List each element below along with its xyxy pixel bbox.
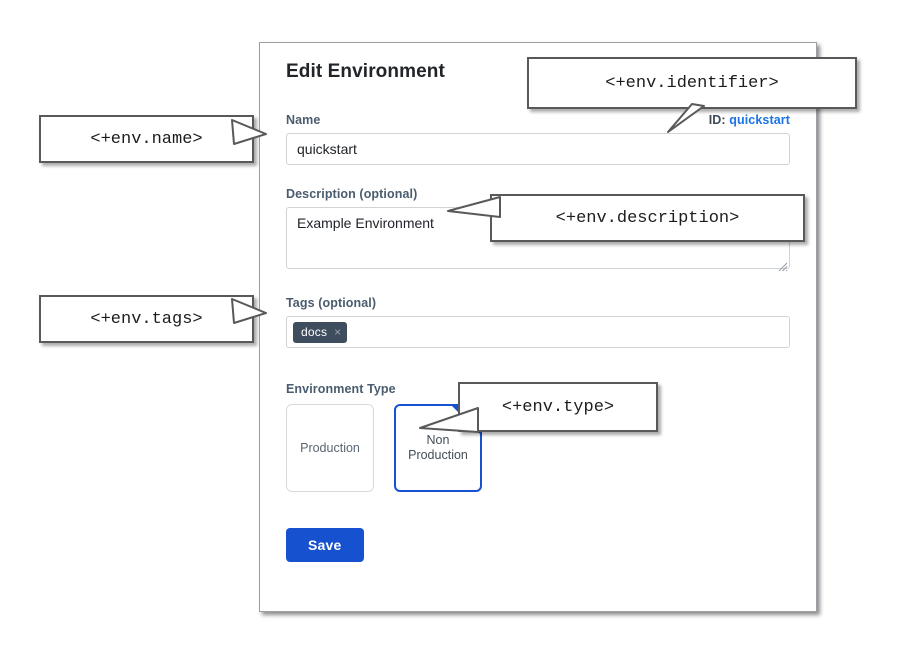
- environment-type-option-label: Non Production: [408, 433, 468, 462]
- callout-env-name: <+env.name>: [39, 115, 254, 163]
- callout-text: <+env.type>: [501, 397, 615, 417]
- callout-env-identifier: <+env.identifier>: [527, 57, 857, 109]
- id-value-link[interactable]: quickstart: [729, 113, 790, 127]
- callout-env-tags: <+env.tags>: [39, 295, 254, 343]
- name-field-block: Name ID: quickstart: [286, 113, 790, 165]
- name-label: Name: [286, 113, 321, 127]
- edit-environment-dialog: Edit Environment Name ID: quickstart Des…: [259, 42, 817, 612]
- tags-label: Tags (optional): [286, 296, 377, 310]
- callout-env-type: <+env.type>: [458, 382, 658, 432]
- callout-text: <+env.tags>: [90, 309, 203, 329]
- environment-type-option-label: Production: [300, 440, 360, 455]
- callout-env-description: <+env.description>: [490, 194, 805, 242]
- environment-id: ID: quickstart: [709, 113, 790, 127]
- tag-remove-icon[interactable]: ×: [334, 325, 342, 339]
- callout-text: <+env.description>: [555, 208, 740, 228]
- tags-field-block: Tags (optional) docs ×: [286, 296, 790, 348]
- callout-text: <+env.identifier>: [605, 73, 779, 93]
- callout-text: <+env.name>: [90, 129, 203, 149]
- save-button[interactable]: Save: [286, 528, 364, 562]
- tag-chip-label: docs: [301, 325, 328, 339]
- environment-type-options: Production Non Production: [286, 404, 790, 492]
- name-label-row: Name ID: quickstart: [286, 113, 790, 127]
- environment-type-label: Environment Type: [286, 382, 396, 396]
- tag-chip: docs ×: [293, 321, 348, 343]
- page-title: Edit Environment: [286, 61, 445, 82]
- name-input[interactable]: [286, 133, 790, 165]
- description-label: Description (optional): [286, 187, 418, 201]
- environment-type-option-production[interactable]: Production: [286, 404, 374, 492]
- id-prefix-label: ID:: [708, 113, 726, 127]
- environment-type-block: Environment Type Production Non Producti…: [286, 382, 790, 492]
- tags-input[interactable]: docs ×: [286, 316, 790, 348]
- dialog-body: Edit Environment Name ID: quickstart Des…: [286, 61, 790, 562]
